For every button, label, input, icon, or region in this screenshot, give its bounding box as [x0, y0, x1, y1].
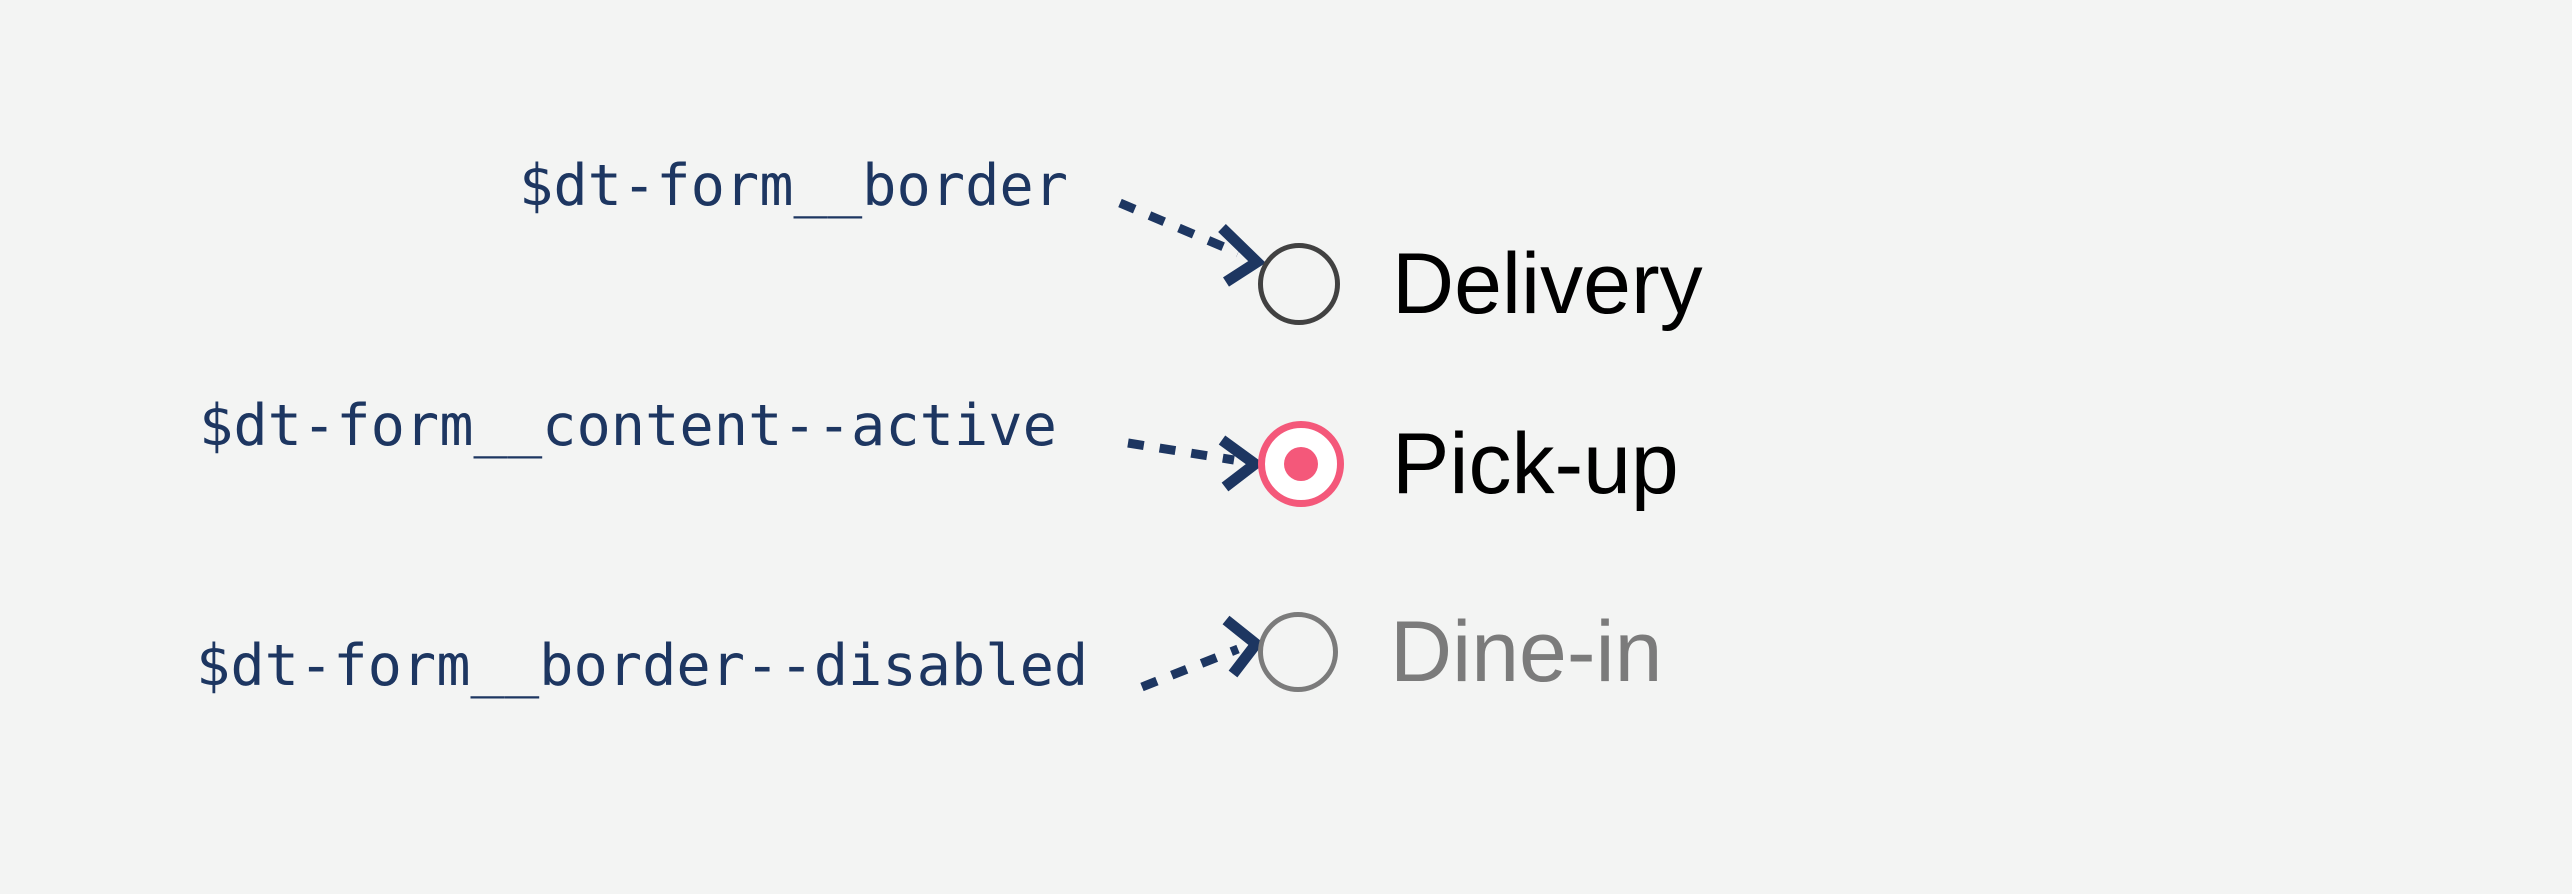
- radio-label-dine-in: Dine-in: [1390, 604, 1663, 700]
- radio-unchecked-icon[interactable]: [1258, 243, 1340, 325]
- radio-option-delivery[interactable]: Delivery: [1258, 241, 1703, 327]
- dotted-arrow-down-right-icon: [1118, 198, 1266, 287]
- annotation-label-form-border: $dt-form__border: [519, 153, 1069, 219]
- radio-option-pick-up[interactable]: Pick-up: [1258, 421, 1679, 507]
- radio-option-dine-in: Dine-in: [1258, 609, 1662, 695]
- radio-disabled-icon: [1258, 612, 1338, 692]
- annotation-label-form-content-active: $dt-form__content--active: [199, 393, 1057, 459]
- dotted-arrow-up-right-icon: [1140, 615, 1264, 692]
- radio-label-delivery: Delivery: [1392, 236, 1703, 332]
- radio-label-pick-up: Pick-up: [1392, 416, 1679, 512]
- radio-checked-icon[interactable]: [1258, 421, 1344, 507]
- annotation-label-form-border-disabled: $dt-form__border--disabled: [196, 633, 1089, 699]
- dotted-arrow-right-icon: [1127, 435, 1265, 492]
- radio-dot-icon: [1284, 447, 1318, 481]
